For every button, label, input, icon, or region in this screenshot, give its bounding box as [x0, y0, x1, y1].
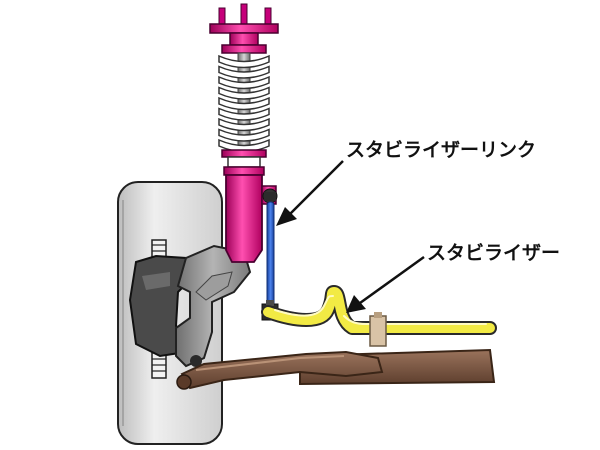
spring-coil — [218, 117, 270, 132]
stabilizer-link-pointer-arrow — [276, 160, 344, 226]
spring-coil — [218, 54, 270, 69]
lower-control-arm — [176, 350, 384, 390]
coilover-shock — [209, 3, 279, 263]
stabilizer-bar — [261, 285, 497, 347]
spring-coil — [218, 86, 270, 100]
brake-caliper — [128, 254, 190, 358]
stabilizer-link — [261, 188, 279, 321]
spring-coil — [218, 96, 270, 111]
stabilizer-link-label: スタビライザーリンク — [346, 139, 536, 161]
spring-coil — [218, 75, 270, 90]
spring-coil — [218, 107, 270, 121]
stabilizer-label: スタビライザー — [427, 242, 560, 264]
spring-coil — [218, 65, 270, 79]
steering-knuckle — [175, 244, 252, 368]
spring-coil — [218, 128, 270, 142]
stabilizer-pointer-arrow — [346, 255, 425, 313]
